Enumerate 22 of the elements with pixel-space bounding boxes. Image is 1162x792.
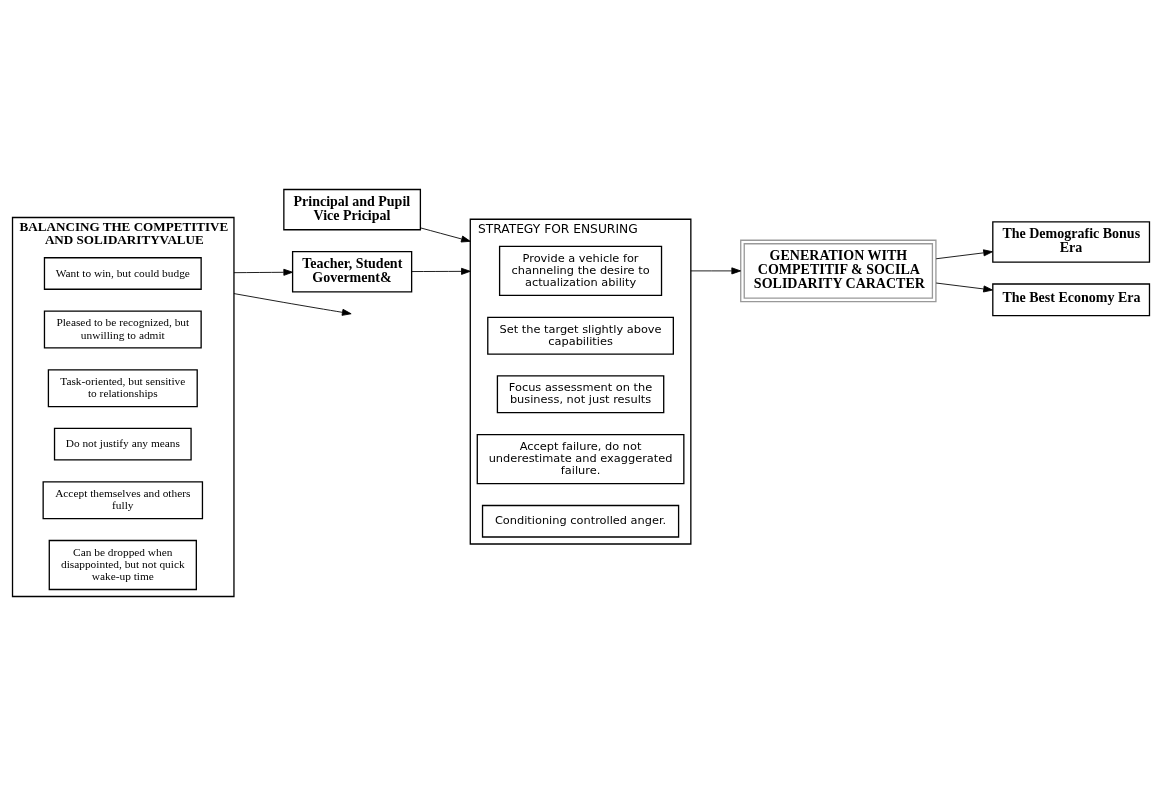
- arrow: [935, 248, 993, 259]
- arrow: [233, 292, 352, 316]
- node-box: Do not justify any means: [53, 427, 192, 461]
- node-box: Pleased to be recognized, but unwilling to admit: [43, 310, 202, 349]
- node-box: Teacher, Student Goverment&: [291, 250, 413, 293]
- node-box: Accept themselves and others fully: [42, 480, 204, 519]
- arrow: [935, 282, 993, 292]
- node-box: Can be dropped when disappointed, but not quick wake-up time: [48, 539, 197, 590]
- arrow: [419, 226, 471, 242]
- node-box: Task-oriented, but sensitive to relationships: [47, 368, 198, 407]
- node-box: The Best Economy Era: [992, 282, 1151, 316]
- node-box: Accept failure, do not underestimate and exaggerated failure.: [476, 433, 685, 484]
- node-box: Set the target slightly above capabilities: [487, 316, 674, 355]
- arrow: [690, 266, 742, 274]
- node-box: Provide a vehicle for channeling the desire to actualization ability: [498, 245, 663, 296]
- arrow: [411, 267, 471, 275]
- node-box: Principal and Pupil Vice Pricipal: [283, 188, 422, 230]
- arrow: [233, 268, 294, 276]
- node-box: Want to win, but could budge: [43, 256, 202, 290]
- node-box: Conditioning controlled anger.: [481, 504, 680, 538]
- node-box: Focus assessment on the business, not just results: [496, 374, 665, 413]
- node-box: The Demografic Bonus Era: [992, 220, 1151, 263]
